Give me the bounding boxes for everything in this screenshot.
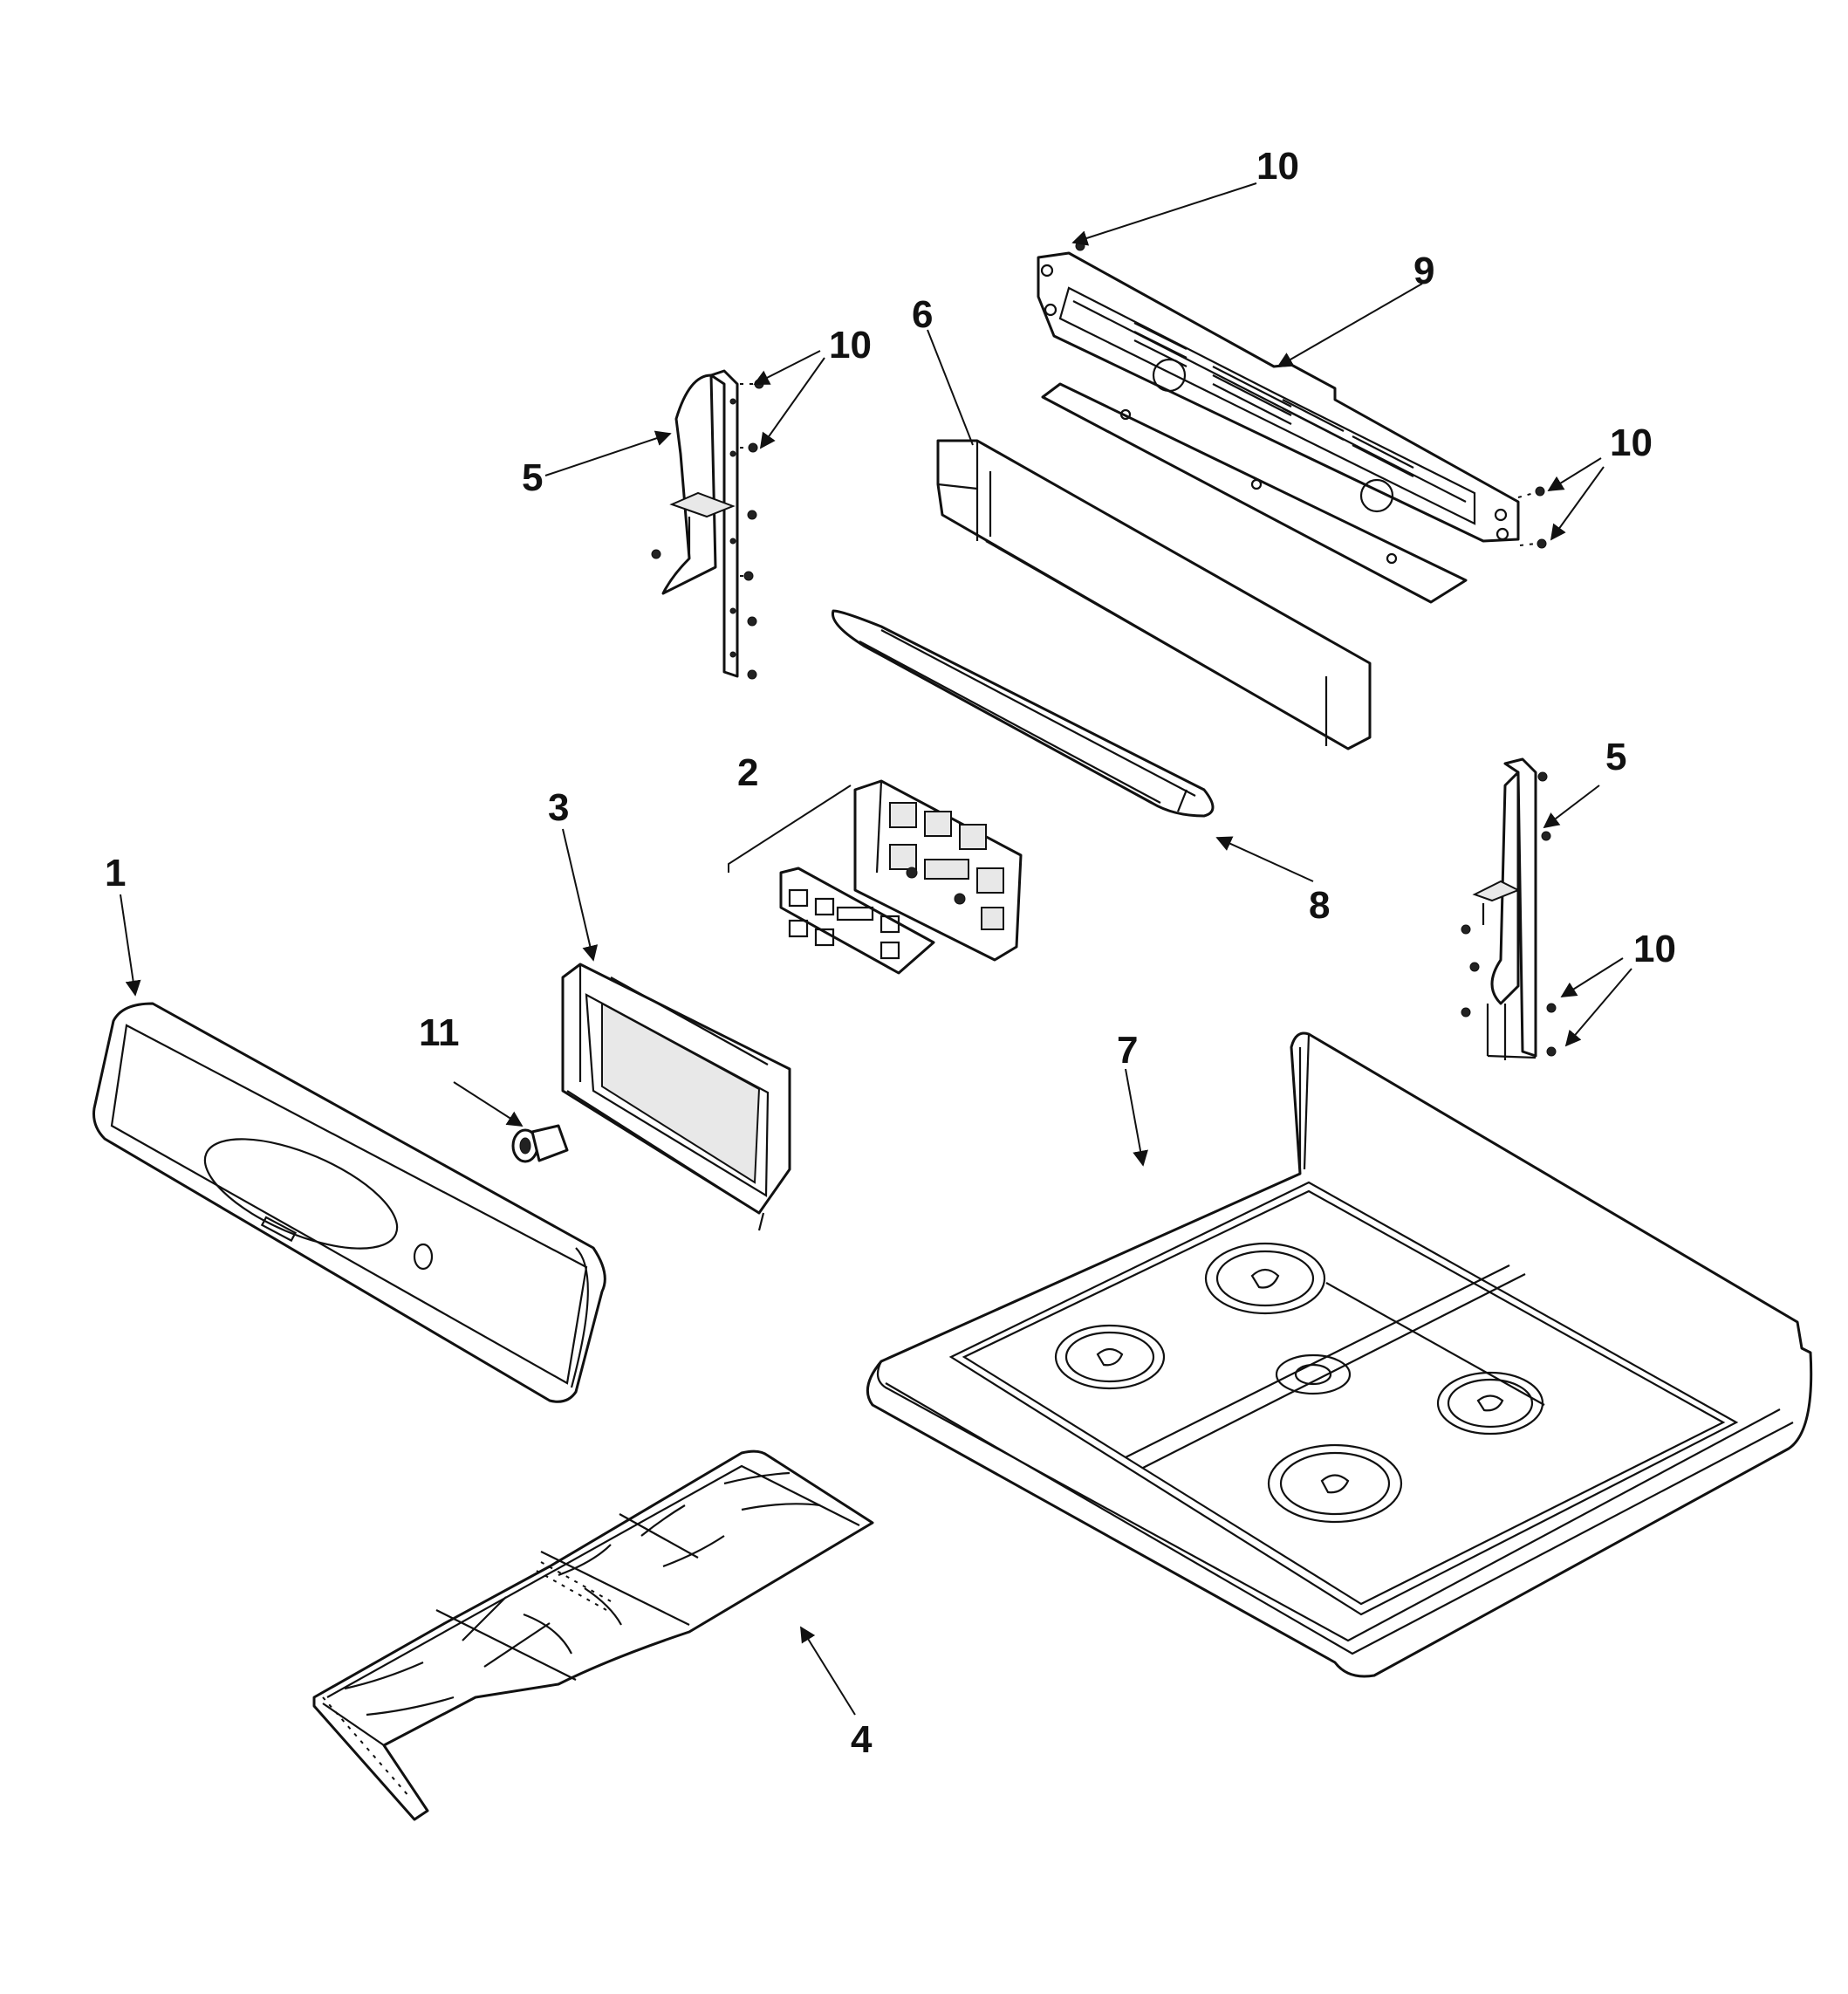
callout-4: 4 [851,1718,873,1761]
part-11-knob [511,1124,569,1163]
part-4-spill-guard [312,1449,874,1821]
part-8-trim-strip [831,609,1215,818]
leader-lines [120,182,1632,1716]
part-6-backguard-trim [936,439,1372,750]
callout-7: 7 [1117,1029,1138,1072]
callout-6: 6 [912,293,933,336]
callout-10-top: 10 [1256,145,1299,188]
part-7-cooktop [866,1031,1813,1678]
callout-3: 3 [548,786,569,829]
part-2-electronic-control [853,779,1023,962]
callout-1: 1 [105,852,126,894]
callout-5-right: 5 [1605,736,1626,778]
part-5-side-bracket-right [1472,757,1537,1060]
callout-11: 11 [419,1011,460,1054]
callout-5-left: 5 [522,456,543,499]
screws-right-bracket [1461,771,1557,1057]
callout-8: 8 [1309,884,1330,927]
part-5-side-bracket-left [661,369,739,678]
callout-9: 9 [1413,250,1434,292]
part-3-display-panel [561,963,791,1231]
callout-10-left: 10 [829,324,872,367]
callout-10-right-lower: 10 [1633,928,1676,970]
vent-slots [1133,322,1414,477]
callout-labels: 10 9 6 10 5 10 5 2 3 8 1 10 11 7 4 [105,145,1676,1761]
part-9-back-panel [1037,251,1520,604]
part-1-control-panel [92,1002,606,1403]
callout-2: 2 [737,751,758,794]
part-2-overlay [779,867,935,975]
callout-10-right-upper: 10 [1610,421,1653,464]
